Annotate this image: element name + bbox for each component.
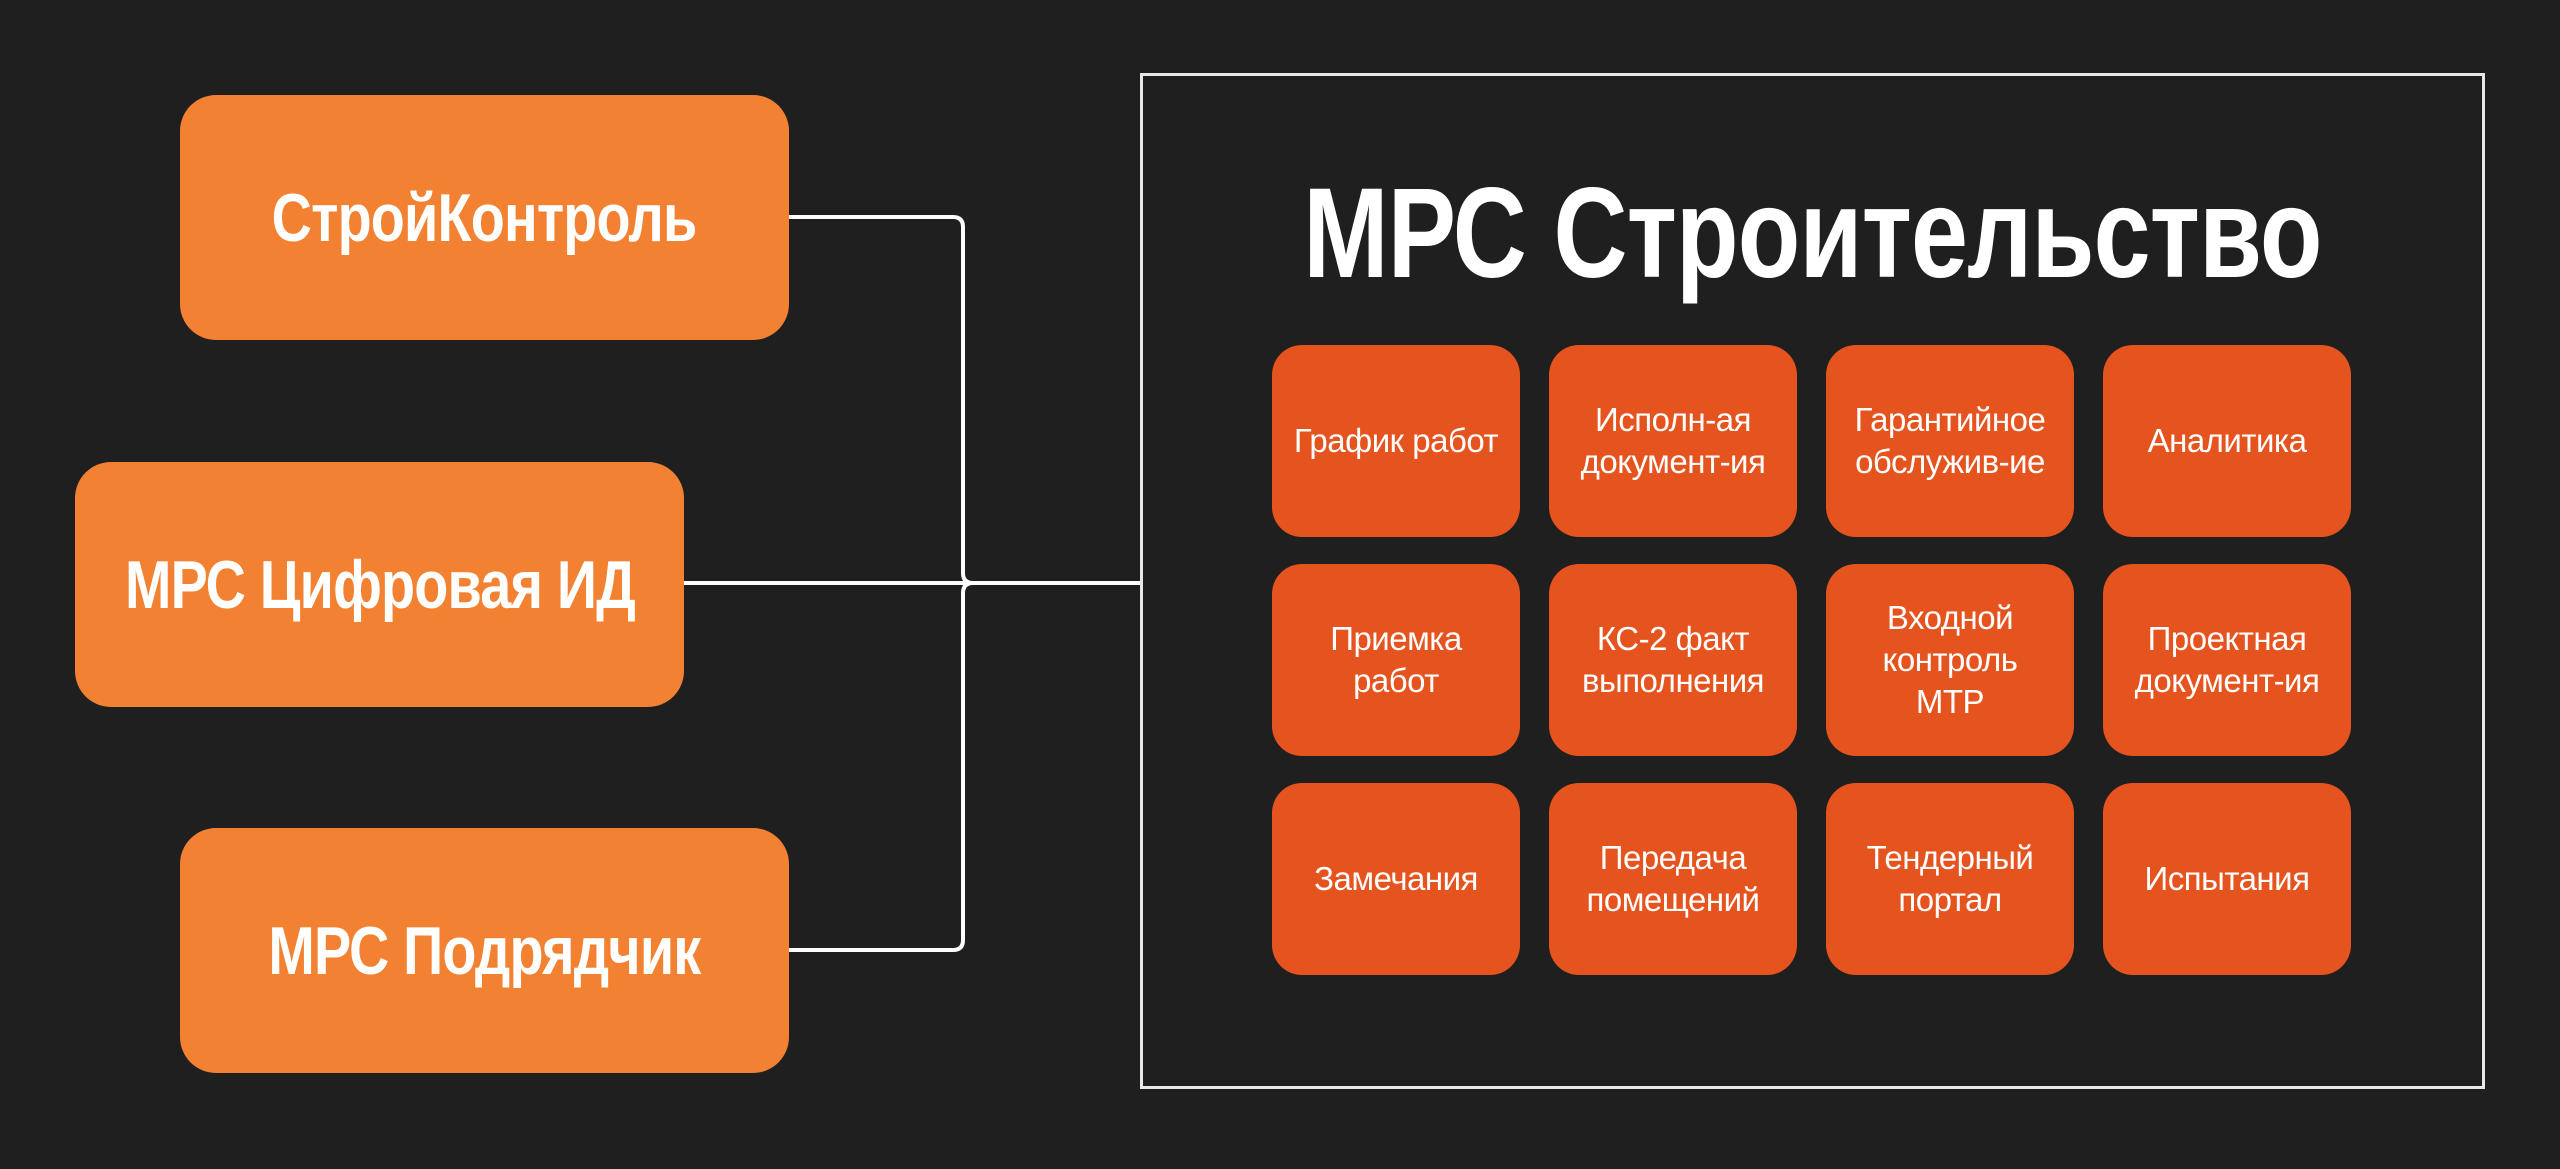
module-tile: Входной контроль МТР <box>1826 564 2074 756</box>
module-label: Проектная документ-ия <box>2134 620 2320 699</box>
source-label: МРС Цифровая ИД <box>124 546 635 623</box>
module-label: График работ <box>1293 422 1499 459</box>
module-tile: График работ <box>1272 345 1520 537</box>
module-label: Входной контроль МТР <box>1882 599 2018 720</box>
module-label: Приемка работ <box>1330 620 1462 699</box>
module-tile: Проектная документ-ия <box>2103 564 2351 756</box>
module-label: Гарантийное обслужив-ие <box>1854 401 2046 480</box>
connector-podryadchik <box>789 581 974 952</box>
source-label: СтройКонтроль <box>272 179 698 256</box>
module-tile: Испытания <box>2103 783 2351 975</box>
source-mrs-cifrovaya-id: МРС Цифровая ИД <box>75 462 684 707</box>
module-label: Исполн-ая документ-ия <box>1580 401 1766 480</box>
module-tile: Тендерный портал <box>1826 783 2074 975</box>
module-grid: График работ Исполн-ая документ-ия Гаран… <box>1272 345 2351 975</box>
module-tile: КС-2 факт выполнения <box>1549 564 1797 756</box>
module-label: Испытания <box>2144 860 2310 897</box>
source-stroykontrol: СтройКонтроль <box>180 95 789 340</box>
module-label: КС-2 факт выполнения <box>1581 620 1765 699</box>
source-mrs-podryadchik: МРС Подрядчик <box>180 828 789 1073</box>
target-title: МРС Строительство <box>1303 162 2322 305</box>
connector-stroykontrol <box>789 215 974 585</box>
module-tile: Приемка работ <box>1272 564 1520 756</box>
target-frame <box>1140 73 2485 1089</box>
module-label: Передача помещений <box>1586 839 1761 918</box>
module-tile: Аналитика <box>2103 345 2351 537</box>
source-label: МРС Подрядчик <box>268 912 702 989</box>
module-tile: Гарантийное обслужив-ие <box>1826 345 2074 537</box>
module-label: Тендерный портал <box>1866 839 2034 918</box>
module-tile: Исполн-ая документ-ия <box>1549 345 1797 537</box>
module-tile: Передача помещений <box>1549 783 1797 975</box>
target-title-wrap: МРС Строительство <box>1140 160 2485 307</box>
module-label: Замечания <box>1314 860 1478 897</box>
module-label: Аналитика <box>2147 422 2307 459</box>
module-tile: Замечания <box>1272 783 1520 975</box>
